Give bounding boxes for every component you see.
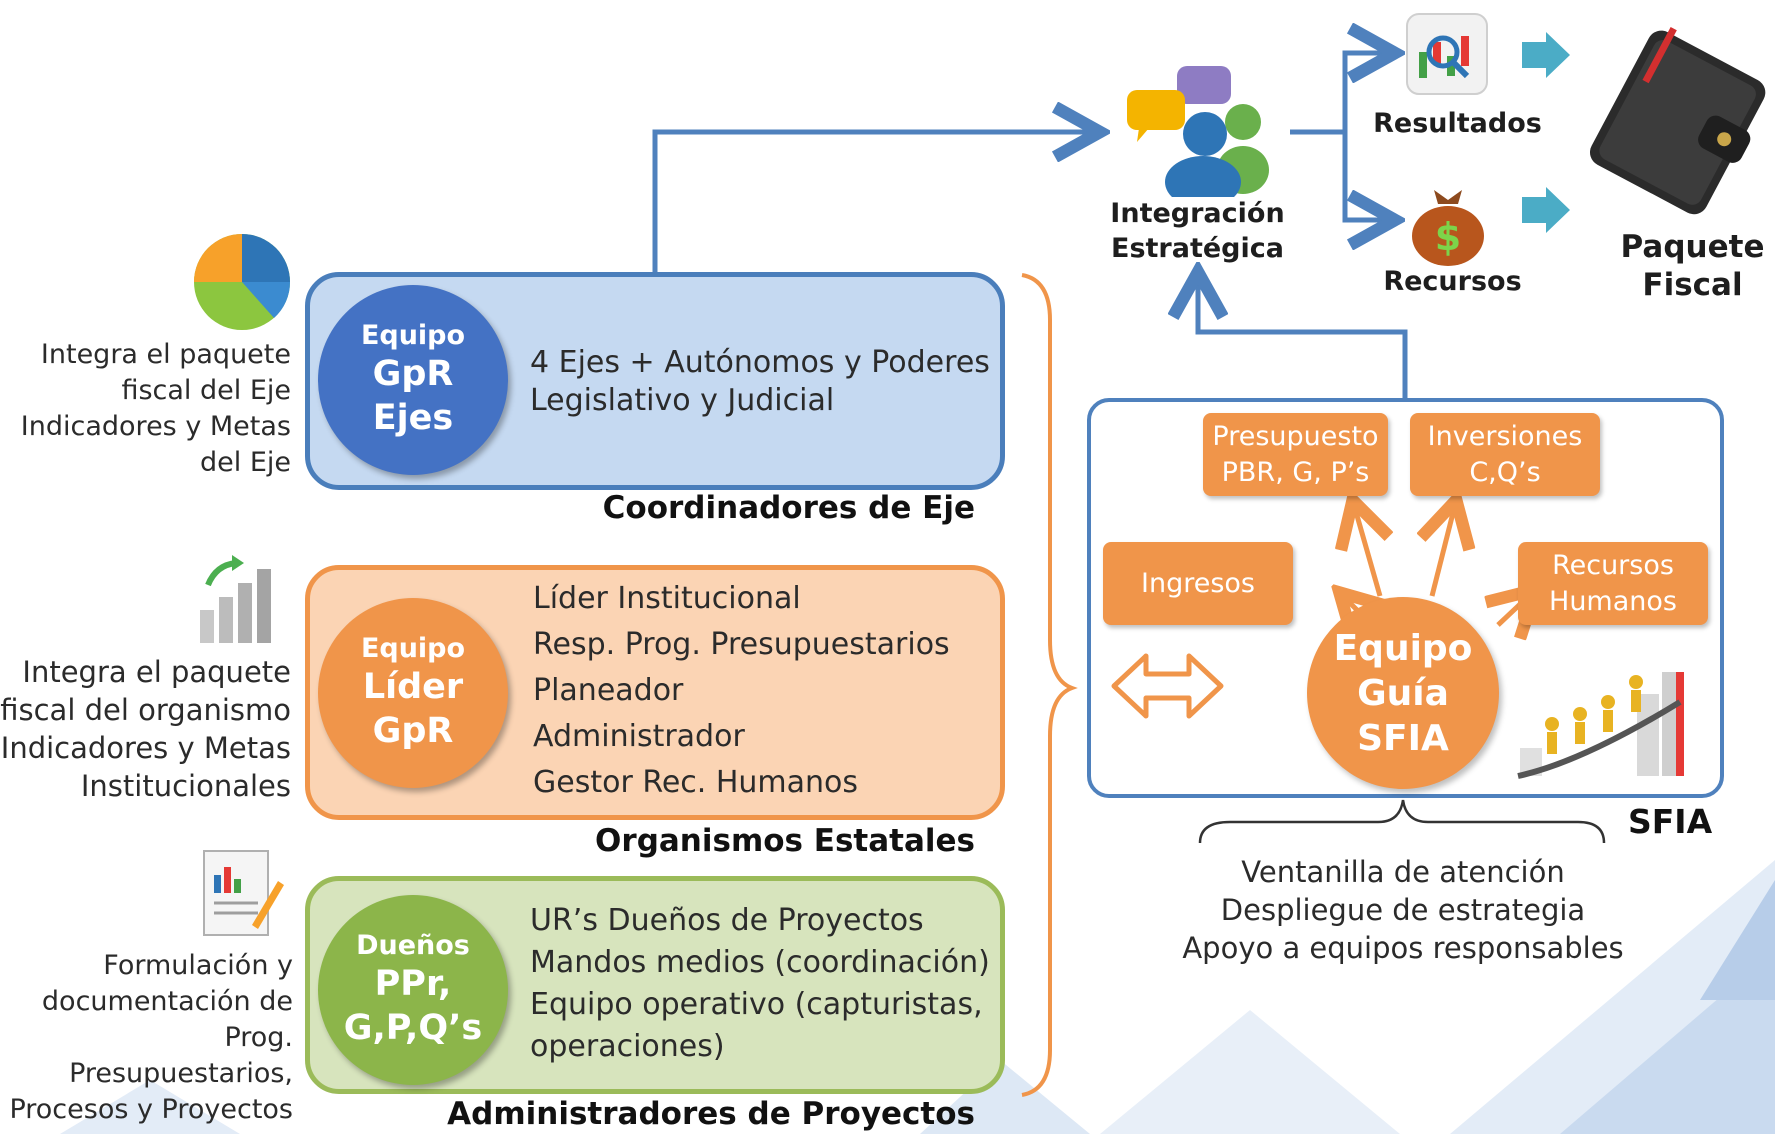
panel-eje-lines: 4 Ejes + Autónomos y Poderes Legislativo… [530,344,990,420]
teal-arrow-top-icon [1522,32,1570,78]
note-ejes-line: Indicadores y Metas [20,411,291,442]
box-inversiones: Inversiones C,Q’s [1410,413,1600,496]
note-proyectos-line: documentación de [41,986,293,1017]
panel-organismos-line: Administrador [533,719,745,754]
box-presupuesto: Presupuesto PBR, G, P’s [1203,413,1388,496]
sfia-notes: Ventanilla de atención Despliegue de est… [1153,853,1653,967]
panel-eje-line: Legislativo y Judicial [530,383,835,418]
growth-bars-icon [200,555,271,643]
circle-line: Equipo [1333,627,1473,669]
panel-organismos-line: Gestor Rec. Humanos [533,765,859,800]
box-rh-line: Humanos [1549,585,1677,617]
circle-line: G,P,Q’s [343,1008,483,1048]
box-recursos-humanos: Recursos Humanos [1518,542,1708,625]
note-proyectos: Formulación y documentación de Prog. Pre… [0,948,293,1128]
note-proyectos-line: Procesos y Proyectos [9,1094,293,1125]
sfia-note-line: Ventanilla de atención [1241,855,1565,889]
circle-equipo-lider-gpr: Equipo Líder GpR [318,598,508,788]
people-chat-icon [1127,66,1269,197]
caption-organismos-estatales: Organismos Estatales [595,823,975,859]
candlestick-chart-icon [1406,13,1488,95]
label-integracion-estrategica: Integración Estratégica [1100,196,1295,266]
team-climbing-icon [1517,672,1684,779]
circle-line: Equipo [360,320,466,351]
label-paquete-fiscal: Paquete Fiscal [1605,228,1775,304]
circle-duenos-ppr: Dueños PPr, G,P,Q’s [318,895,508,1085]
document-chart-icon [203,850,284,936]
box-rh-line: Recursos [1552,549,1674,581]
panel-proyectos-line: operaciones) [530,1029,725,1064]
panel-proyectos-line: UR’s Dueños de Proyectos [530,903,924,938]
note-organismos-line: fiscal del organismo [0,693,291,727]
panel-proyectos-line: Equipo operativo (capturistas, [530,987,983,1022]
box-inversiones-line: Inversiones [1427,420,1583,452]
caption-administradores-proyectos: Administradores de Proyectos [447,1096,975,1132]
paquete-line: Fiscal [1642,267,1743,303]
wallet-icon [1589,26,1766,215]
circle-line: Ejes [372,398,454,438]
label-recursos: Recursos [1383,266,1522,297]
circle-line: Guía [1357,672,1449,714]
svg-text:$: $ [1435,215,1461,259]
panel-organismos-line: Planeador [533,673,684,708]
paquete-line: Paquete [1620,229,1765,265]
label-sfia: SFIA [1628,802,1713,841]
circle-line: GpR [372,354,454,394]
sfia-note-line: Apoyo a equipos responsables [1182,931,1624,965]
note-ejes: Integra el paquete fiscal del Eje Indica… [21,337,291,481]
pie-chart-icon [194,234,291,330]
note-organismos-line: Indicadores y Metas [0,731,291,765]
sfia-container [1087,398,1724,798]
double-arrow-icon [1111,653,1224,719]
sfia-note-line: Despliegue de estrategia [1220,893,1586,927]
circle-line: Equipo [360,633,466,664]
note-organismos: Integra el paquete fiscal del organismo … [0,653,291,805]
panel-organismos-line: Líder Institucional [533,581,801,616]
circle-line: Dueños [356,930,470,961]
box-inversiones-line: C,Q’s [1469,456,1541,488]
note-organismos-line: Institucionales [80,769,291,803]
panel-organismos-lines: Líder Institucional Resp. Prog. Presupue… [533,576,950,806]
box-ingresos: Ingresos [1103,542,1293,625]
panel-organismos-line: Resp. Prog. Presupuestarios [533,627,950,662]
caption-coordinadores-eje: Coordinadores de Eje [602,490,975,526]
circle-line: SFIA [1357,717,1449,759]
panel-proyectos-line: Mandos medios (coordinación) [530,945,990,980]
note-ejes-line: Integra el paquete [40,339,291,370]
note-organismos-line: Integra el paquete [22,655,291,689]
panel-eje-line: 4 Ejes + Autónomos y Poderes [530,345,990,380]
money-bag-icon: $ [1412,190,1484,266]
integracion-line: Integración [1110,198,1285,229]
teal-arrow-bottom-icon [1522,187,1570,233]
circle-equipo-gpr-ejes: Equipo GpR Ejes [318,285,508,475]
box-ingresos-line: Ingresos [1141,567,1255,599]
circle-line: GpR [372,711,454,751]
circle-line: PPr, [374,964,452,1004]
note-proyectos-line: Prog. Presupuestarios, [69,1022,293,1089]
note-ejes-line: fiscal del Eje [121,375,291,406]
box-presupuesto-line: PBR, G, P’s [1221,456,1370,488]
panel-proyectos-lines: UR’s Dueños de Proyectos Mandos medios (… [530,900,990,1068]
note-proyectos-line: Formulación y [103,950,293,981]
integracion-line: Estratégica [1111,233,1284,264]
circle-equipo-guia-sfia: Equipo Guía SFIA [1307,597,1499,789]
label-resultados: Resultados [1373,108,1542,139]
circle-line: Líder [362,667,464,707]
note-ejes-line: del Eje [199,447,291,478]
box-presupuesto-line: Presupuesto [1212,420,1379,452]
